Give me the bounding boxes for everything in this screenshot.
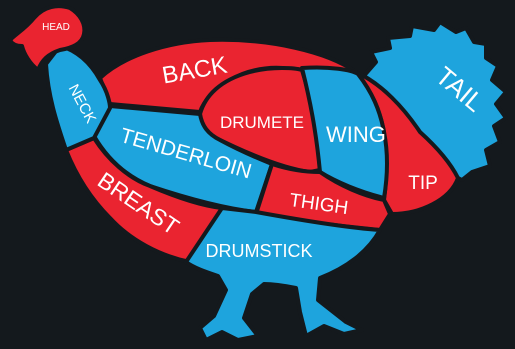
drumstick-region [186,208,380,340]
head-label: HEAD [42,22,70,33]
drumstick-label: DRUMSTICK [206,241,313,261]
drumete-label: DRUMETE [220,113,304,132]
tip-label: TIP [408,173,438,194]
wing-label: WING [326,122,386,147]
